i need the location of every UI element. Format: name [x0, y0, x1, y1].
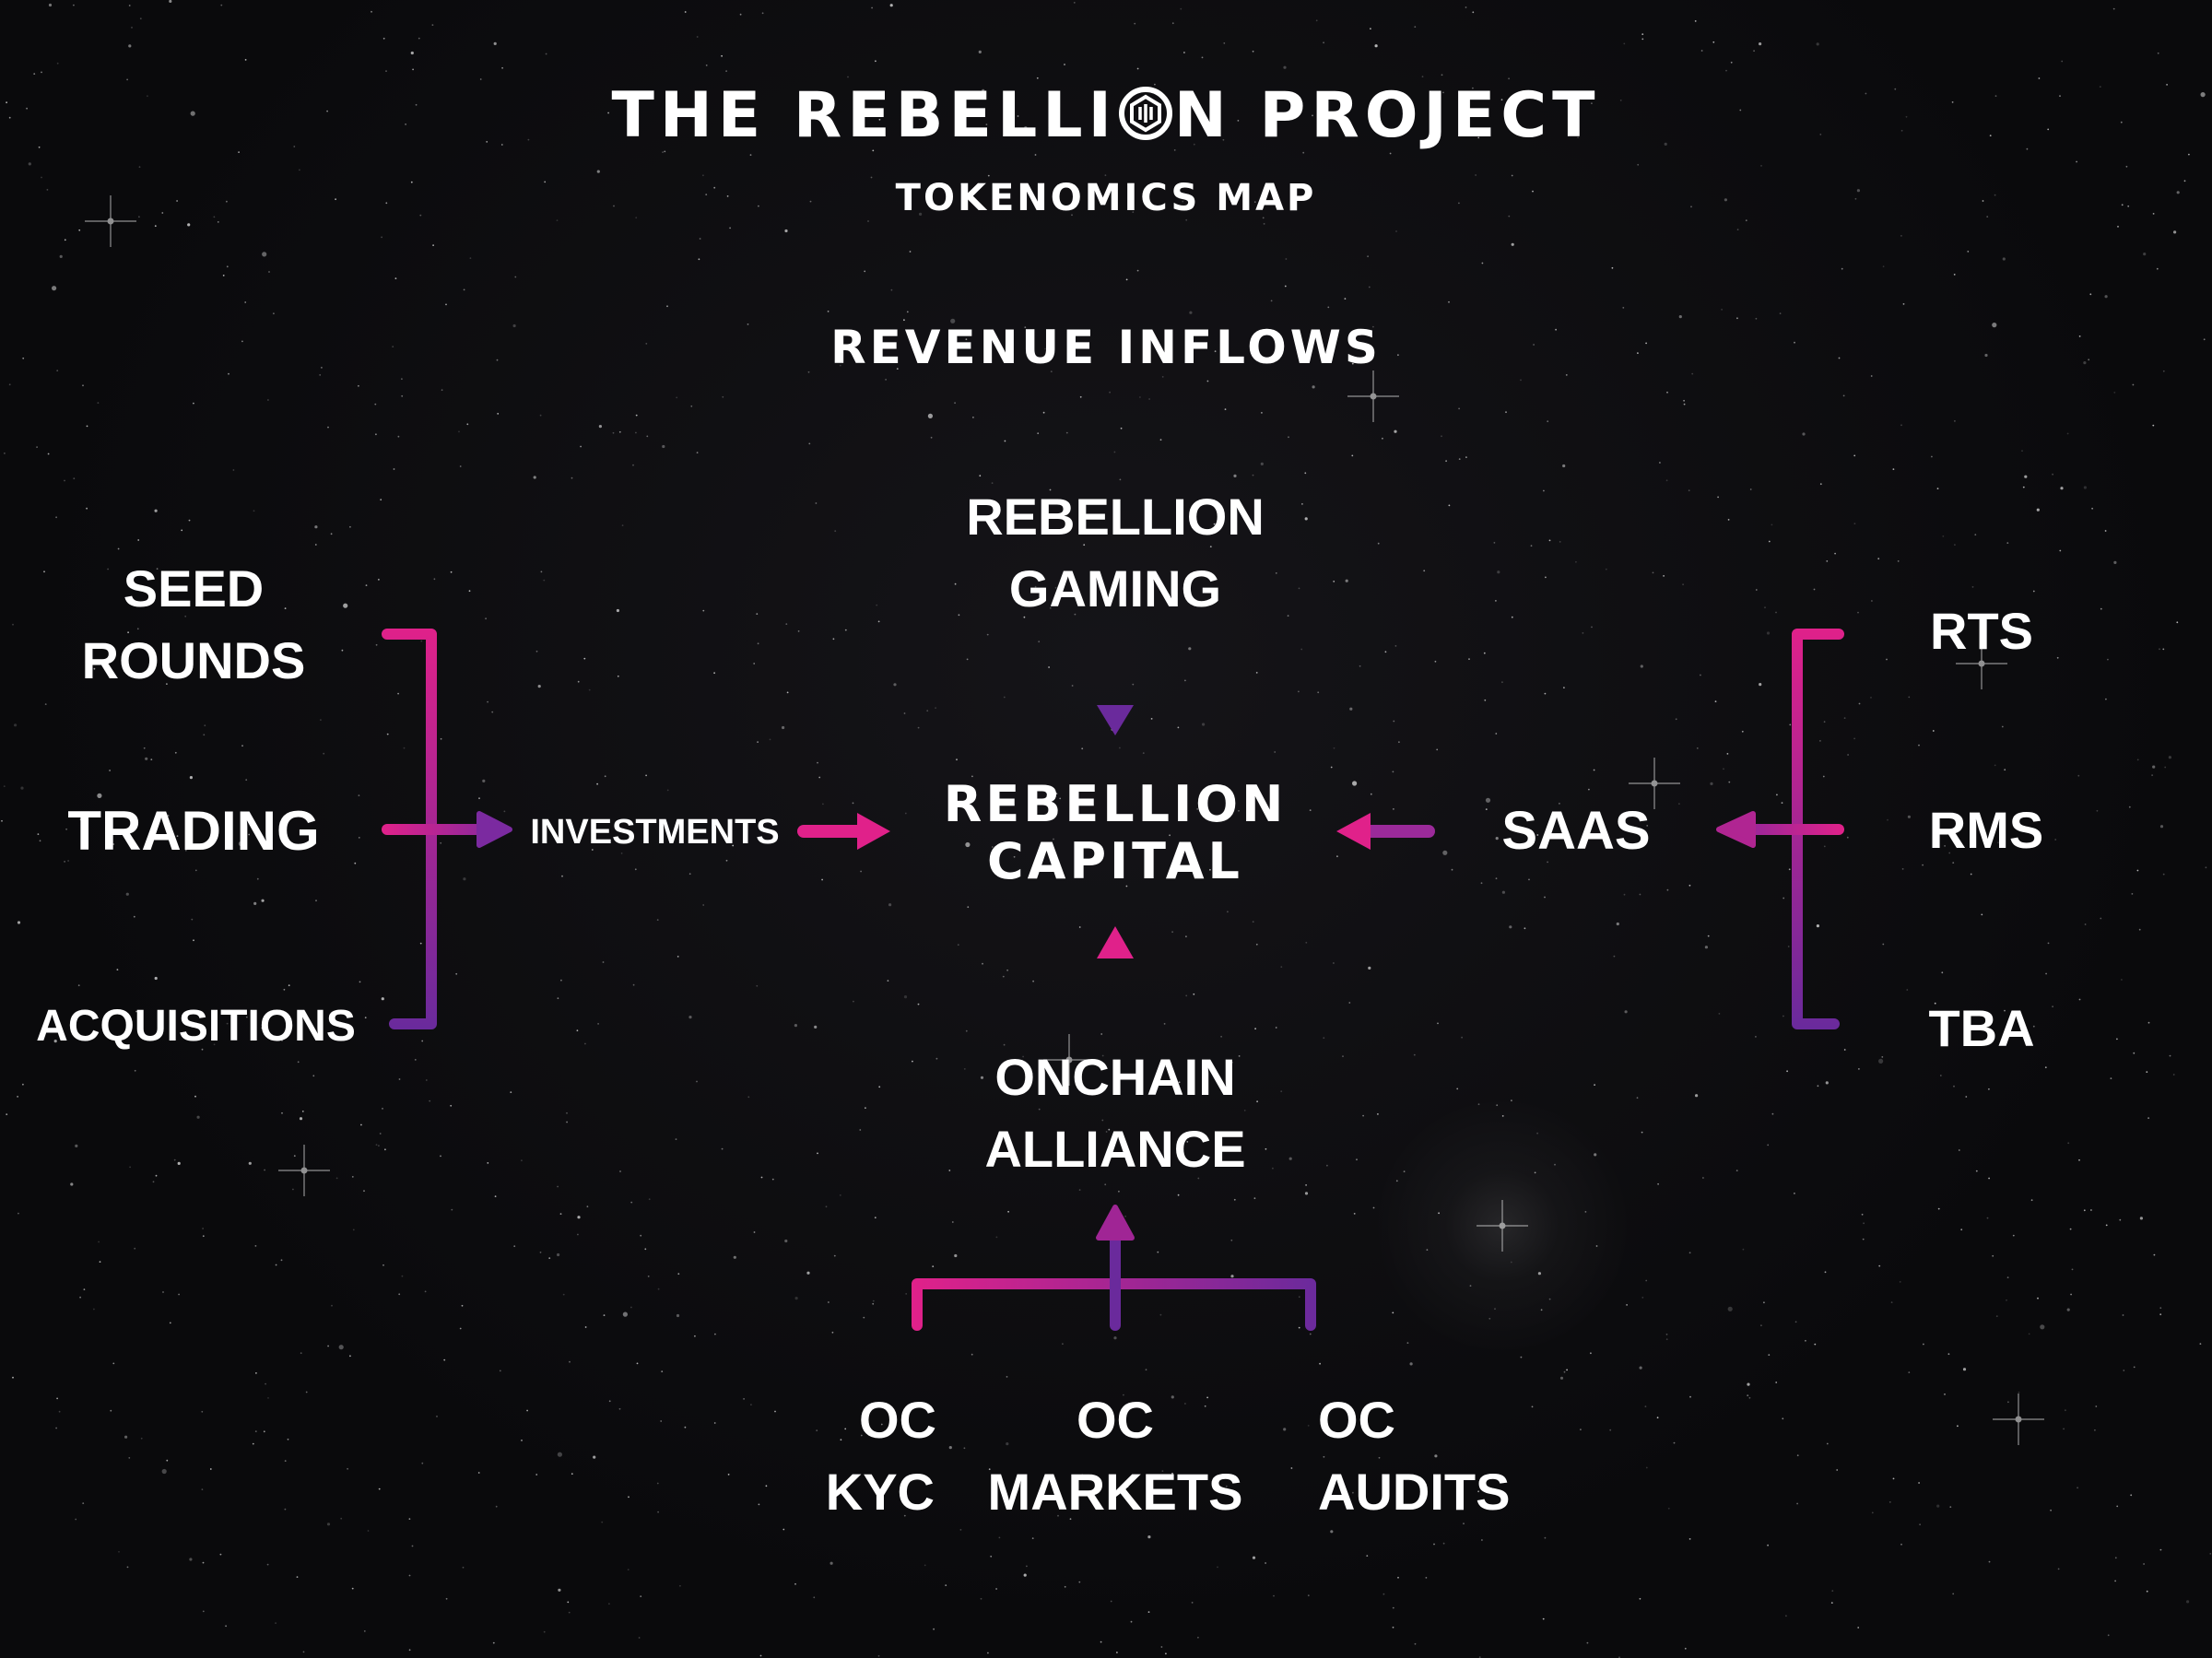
node-label-line: ALLIANCE: [984, 1120, 1246, 1178]
node-label-line: SEED: [123, 559, 265, 617]
node-label-line: OC: [1318, 1391, 1395, 1449]
node-label-line: REBELLION: [966, 488, 1265, 546]
node-onchain-alliance: ONCHAIN ALLIANCE: [931, 1041, 1300, 1185]
bottom-bracket-connector: [912, 1205, 1316, 1331]
section-heading: REVENUE INFLOWS: [830, 321, 1382, 374]
node-label-line: ROUNDS: [81, 631, 306, 689]
page-subtitle: TOKENOMICS MAP: [895, 177, 1317, 219]
node-rebellion-capital: REBELLION CAPITAL: [903, 776, 1327, 890]
node-label-line: ONCHAIN: [994, 1048, 1236, 1106]
rebellion-logo-icon: [1117, 85, 1174, 153]
node-rms: RMS: [1928, 801, 2044, 859]
node-label-line: REBELLION: [943, 775, 1288, 833]
saas-left-arrow: [1336, 813, 1435, 850]
node-label-line: GAMING: [1008, 559, 1222, 617]
right-bracket-connector: [1716, 629, 1844, 1029]
node-rts: RTS: [1930, 602, 2033, 660]
node-saas: SAAS: [1501, 801, 1651, 861]
node-label-line: KYC: [825, 1463, 935, 1521]
node-tba: TBA: [1928, 999, 2035, 1057]
node-oc-audits: OC AUDITS: [1318, 1384, 1594, 1528]
title-text-part1: THE REBELLI: [611, 79, 1117, 152]
node-seed-rounds: SEED ROUNDS: [55, 553, 332, 697]
node-rebellion-gaming: REBELLION GAMING: [931, 481, 1300, 625]
node-investments: INVESTMENTS: [530, 813, 780, 852]
gaming-down-arrow: [1097, 639, 1134, 735]
node-oc-kyc: OC KYC: [774, 1384, 959, 1528]
node-label-line: OC: [1077, 1391, 1154, 1449]
node-label-line: MARKETS: [987, 1463, 1243, 1521]
node-trading: TRADING: [67, 800, 320, 862]
left-bracket-connector: [382, 629, 512, 1029]
node-oc-markets: OC MARKETS: [959, 1384, 1272, 1528]
node-label-line: OC: [859, 1391, 936, 1449]
node-acquisitions: ACQUISITIONS: [36, 1002, 356, 1051]
title-text-part2: N PROJECT: [1173, 79, 1601, 152]
investments-arrow: [797, 813, 890, 850]
node-label-line: CAPITAL: [987, 832, 1243, 890]
node-label-line: AUDITS: [1318, 1463, 1511, 1521]
onchain-up-arrow: [1097, 926, 1134, 1020]
